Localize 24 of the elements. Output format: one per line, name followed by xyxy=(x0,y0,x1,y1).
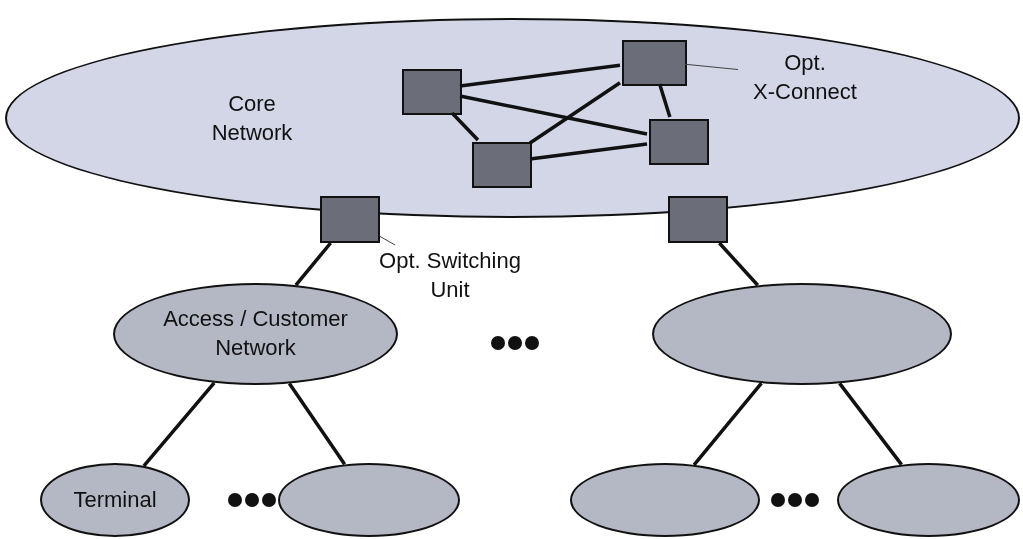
connection-line xyxy=(459,94,648,136)
connection-line xyxy=(459,63,621,88)
network-ellipse: Access / Customer Network xyxy=(113,283,398,385)
connection-line xyxy=(142,381,216,467)
connection-line xyxy=(287,382,347,466)
connection-line xyxy=(657,83,672,118)
network-title: Core Network xyxy=(210,90,294,147)
connection-line xyxy=(529,142,648,161)
switch-square xyxy=(622,40,687,86)
connection-line xyxy=(450,111,480,142)
switch-square xyxy=(402,69,462,115)
leader-line xyxy=(379,235,396,246)
switch-square xyxy=(668,196,728,243)
switch-square xyxy=(472,142,532,188)
connection-line xyxy=(718,241,760,287)
callout-label: Opt. X-Connect xyxy=(740,47,870,109)
connection-line xyxy=(529,81,621,145)
connection-line xyxy=(838,382,903,466)
leader-line xyxy=(684,63,739,70)
connection-line xyxy=(692,382,763,466)
switch-square xyxy=(320,196,380,243)
network-ellipse: Terminal xyxy=(40,463,190,537)
connection-line xyxy=(294,241,332,287)
switch-square xyxy=(649,119,709,165)
